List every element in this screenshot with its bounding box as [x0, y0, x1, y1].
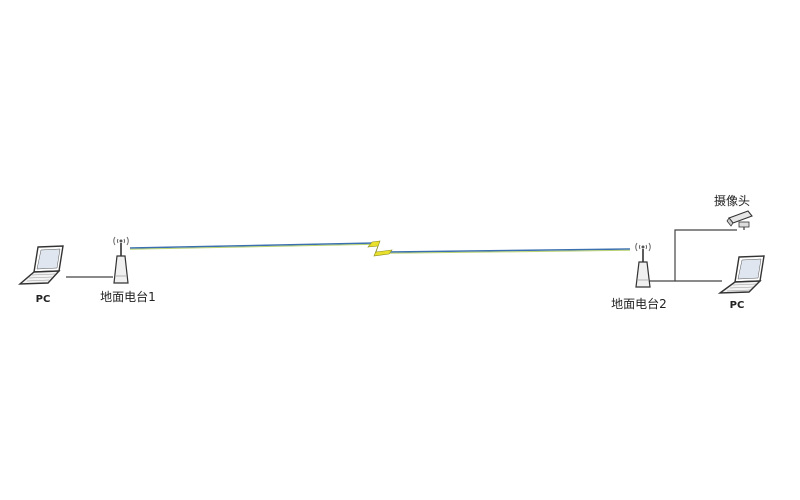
left-pc-label: PC [36, 294, 51, 305]
laptop-icon [18, 245, 64, 285]
camera-icon [726, 210, 753, 230]
left-radio-label: 地面电台1 [100, 289, 156, 304]
link-line-left-green [129, 243, 377, 250]
link-line-right-blue [388, 248, 631, 253]
left-station: PC 地面电台1 [18, 236, 156, 305]
lightning-bolt-icon [367, 240, 393, 257]
camera-cable [649, 229, 737, 282]
right-radio-label: 地面电台2 [611, 296, 667, 311]
antenna-icon [113, 236, 129, 284]
laptop-icon [717, 255, 765, 294]
antenna-icon [635, 242, 651, 288]
right-station: 摄像头 地面电台2 PC [611, 193, 765, 311]
camera-label: 摄像头 [714, 193, 750, 208]
right-pc-label: PC [730, 300, 745, 311]
wireless-link [129, 240, 631, 257]
link-line-right-green [388, 249, 631, 254]
link-line-left-blue [129, 242, 377, 249]
